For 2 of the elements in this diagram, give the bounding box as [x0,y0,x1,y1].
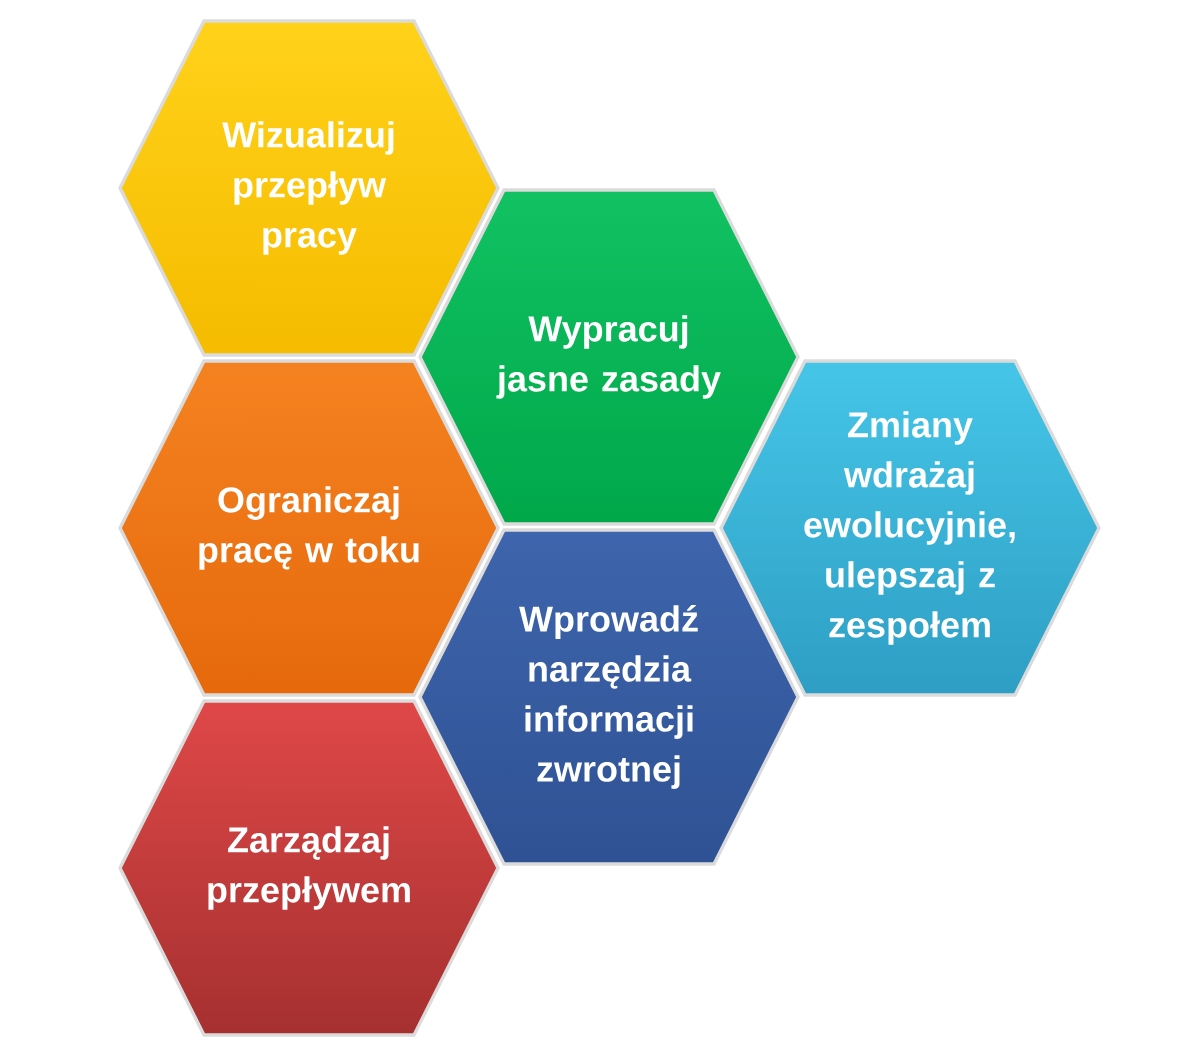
hexagon-tile: Zarządzaj przepływem [118,699,500,1037]
hexagon-tile: Wizualizuj przepływ pracy [118,19,500,357]
